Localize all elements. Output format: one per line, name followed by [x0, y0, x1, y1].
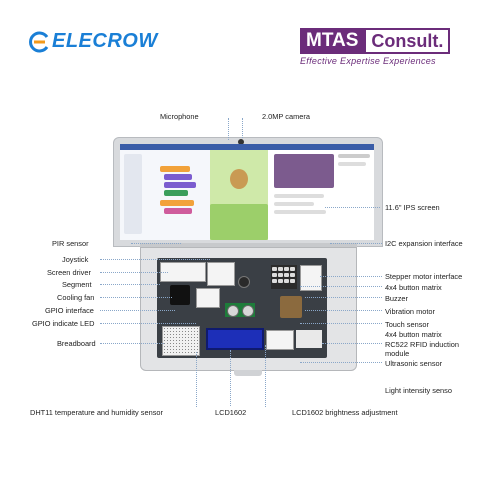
joystick-icon: [238, 276, 250, 288]
laptop-screen: [120, 144, 374, 240]
label-gpio-interface: GPIO interface: [45, 306, 94, 315]
label-pir-sensor: PIR sensor: [52, 239, 89, 248]
label-button-matrix-top: 4x4 button matrix: [385, 283, 442, 292]
mtas-logo: MTAS Consult. Effective Expertise Experi…: [300, 28, 470, 66]
label-gpio-led: GPIO indicate LED: [32, 319, 95, 328]
button-matrix-module: [271, 265, 297, 289]
label-breadboard: Breadboard: [57, 339, 96, 348]
label-screen-driver: Screen driver: [47, 268, 91, 277]
label-vibration: Vibration motor: [385, 307, 435, 316]
label-rfid: RC522 RFID induction: [385, 340, 459, 349]
mtas-logo-right: Consult.: [364, 28, 451, 54]
video-chat-pane: [268, 144, 374, 240]
label-stepper: Stepper motor interface: [385, 272, 463, 281]
label-button-matrix-bottom: 4x4 button matrix: [385, 330, 442, 339]
elecrow-logo: ELECROW: [28, 30, 158, 53]
code-blocks-pane: [120, 144, 210, 240]
rfid-module: [296, 330, 322, 348]
label-ultrasonic: Ultrasonic sensor: [385, 359, 443, 368]
label-i2c: I2C expansion interface: [385, 239, 463, 248]
lcd1602-module: [206, 328, 264, 350]
led-module: [196, 288, 220, 308]
label-lcd1602: LCD1602: [215, 408, 247, 417]
mtas-tagline: Effective Expertise Experiences: [300, 56, 436, 66]
label-ips-screen: 11.6" IPS screen: [385, 203, 440, 212]
label-touch-sensor: Touch sensor: [385, 320, 429, 329]
label-joystick: Joystick: [62, 255, 89, 264]
label-lcd-brightness: LCD1602 brightness adjustment: [292, 408, 398, 417]
touch-pad-module: [280, 296, 302, 318]
label-rfid-module: module: [385, 349, 410, 358]
button-matrix-small: [266, 330, 294, 350]
laptop-latch: [234, 370, 262, 376]
ultrasonic-module: [225, 303, 255, 317]
label-camera: 2.0MP camera: [262, 112, 310, 121]
stepper-module: [300, 265, 322, 291]
elecrow-swirl-icon: [29, 31, 49, 52]
elecrow-wordmark: ELECROW: [52, 30, 158, 52]
breadboard-module: [162, 326, 200, 356]
label-buzzer: Buzzer: [385, 294, 409, 303]
laptop-hinge: [140, 243, 357, 248]
screen-topbar: [120, 144, 374, 150]
mtas-logo-left: MTAS: [300, 28, 365, 54]
camera-icon: [238, 139, 244, 145]
label-microphone: Microphone: [160, 112, 199, 121]
label-segment: Segment: [62, 280, 92, 289]
game-stage-pane: [210, 144, 268, 240]
label-cooling-fan: Cooling fan: [57, 293, 95, 302]
label-dht11: DHT11 temperature and humidity sensor: [30, 408, 163, 417]
gpio-module: [207, 262, 235, 286]
cooling-fan-icon: [170, 285, 190, 305]
label-light-intensity: Light intensity senso: [385, 386, 452, 395]
